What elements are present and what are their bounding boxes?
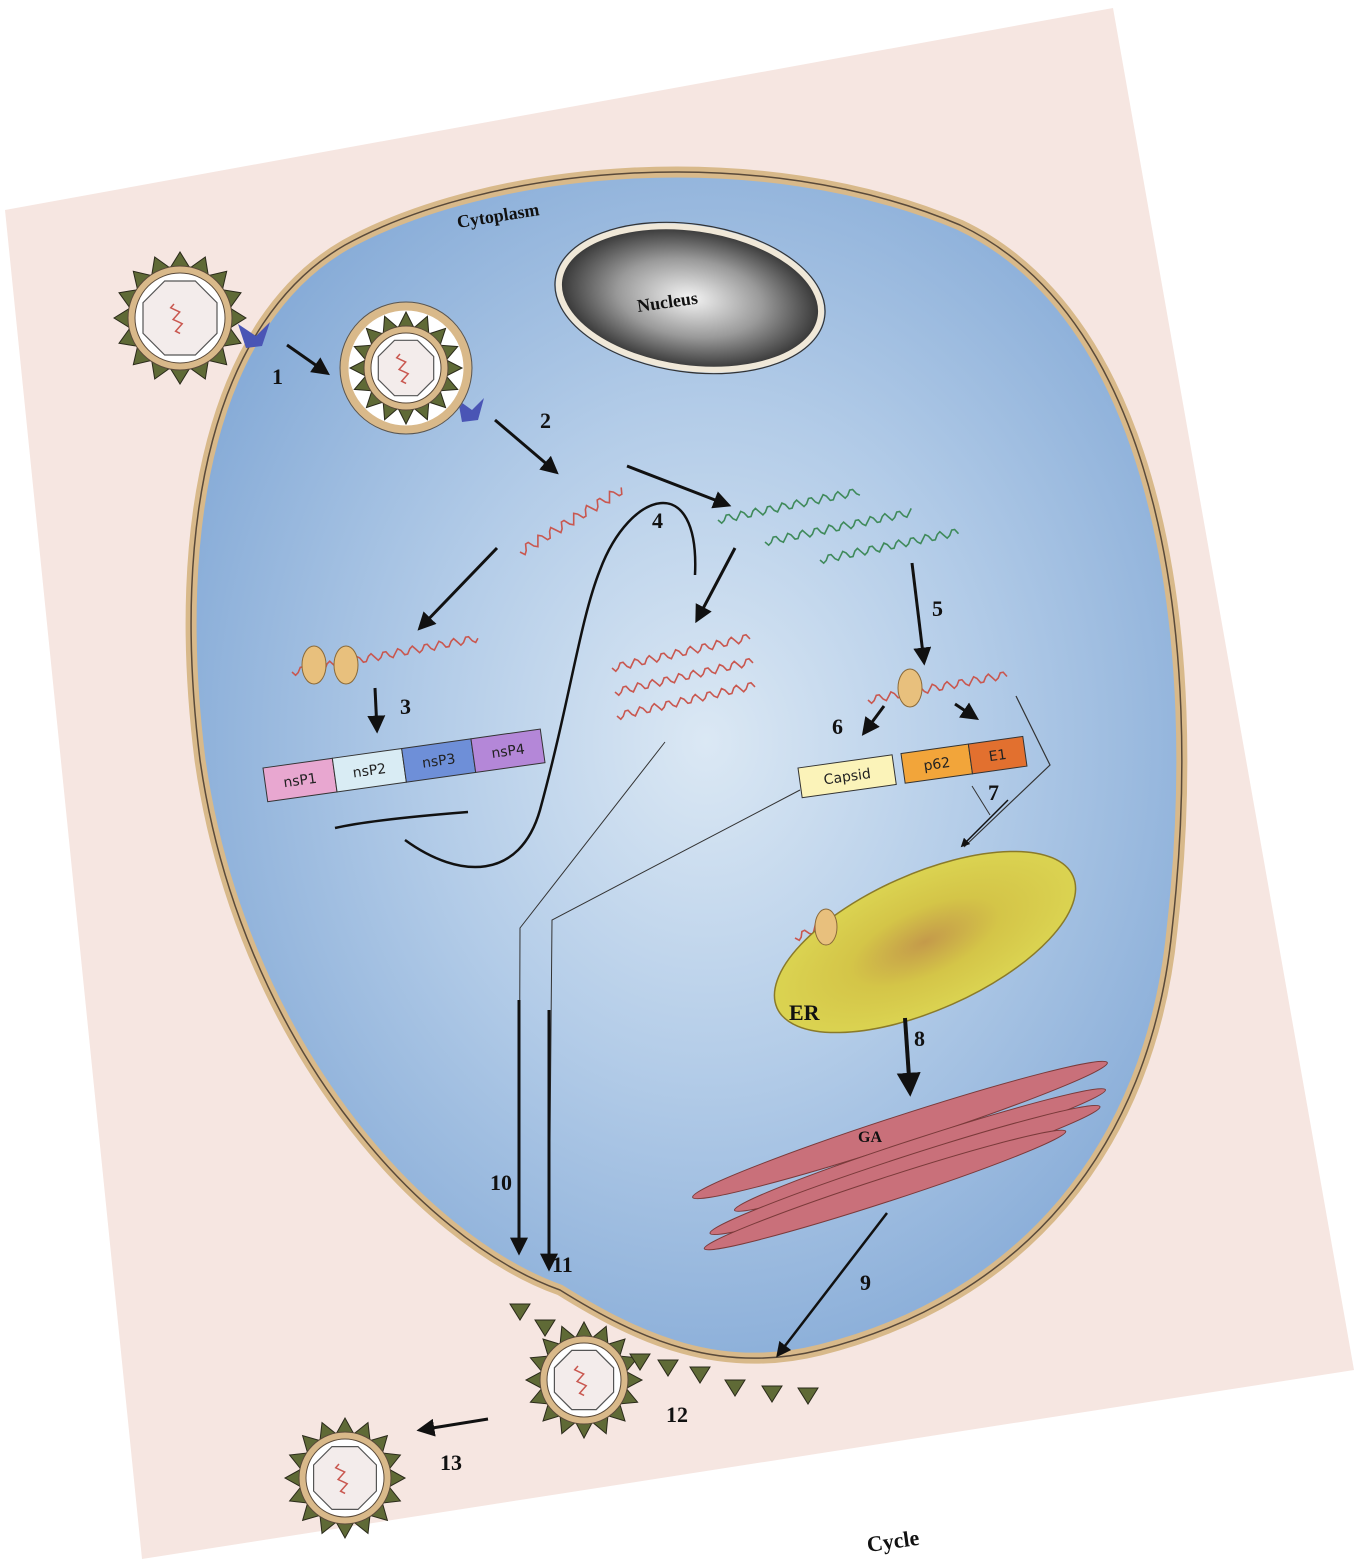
step-number-12: 12 [666, 1402, 688, 1427]
step-number-7: 7 [988, 780, 999, 805]
step-number-10: 10 [490, 1170, 512, 1195]
ga-label: GA [858, 1129, 882, 1146]
nucleocapsid-icon [378, 340, 433, 395]
step-number-2: 2 [540, 408, 551, 433]
step-number-3: 3 [400, 694, 411, 719]
step-number-8: 8 [914, 1026, 925, 1051]
arrow-step-3 [375, 688, 377, 730]
step-number-11: 11 [552, 1252, 573, 1277]
step-number-5: 5 [932, 596, 943, 621]
ribosome-translation-structural [898, 669, 922, 707]
step-number-1: 1 [272, 364, 283, 389]
step-number-6: 6 [832, 714, 843, 739]
step-number-9: 9 [860, 1270, 871, 1295]
nucleocapsid-icon [554, 1350, 613, 1409]
virion-attaching [114, 252, 246, 384]
virion-in-endosome [340, 302, 472, 434]
er-label: ER [789, 1000, 821, 1025]
step-number-4: 4 [652, 508, 663, 533]
step-number-13: 13 [440, 1450, 462, 1475]
figure-caption: Cycle [865, 1525, 921, 1557]
nucleocapsid-icon [143, 281, 217, 355]
protein-label-e1: E1 [988, 747, 1008, 765]
virion-budding [526, 1322, 642, 1438]
virion-released [285, 1418, 405, 1538]
nucleocapsid-icon [314, 1447, 377, 1510]
ribosome-on-er [815, 909, 837, 945]
